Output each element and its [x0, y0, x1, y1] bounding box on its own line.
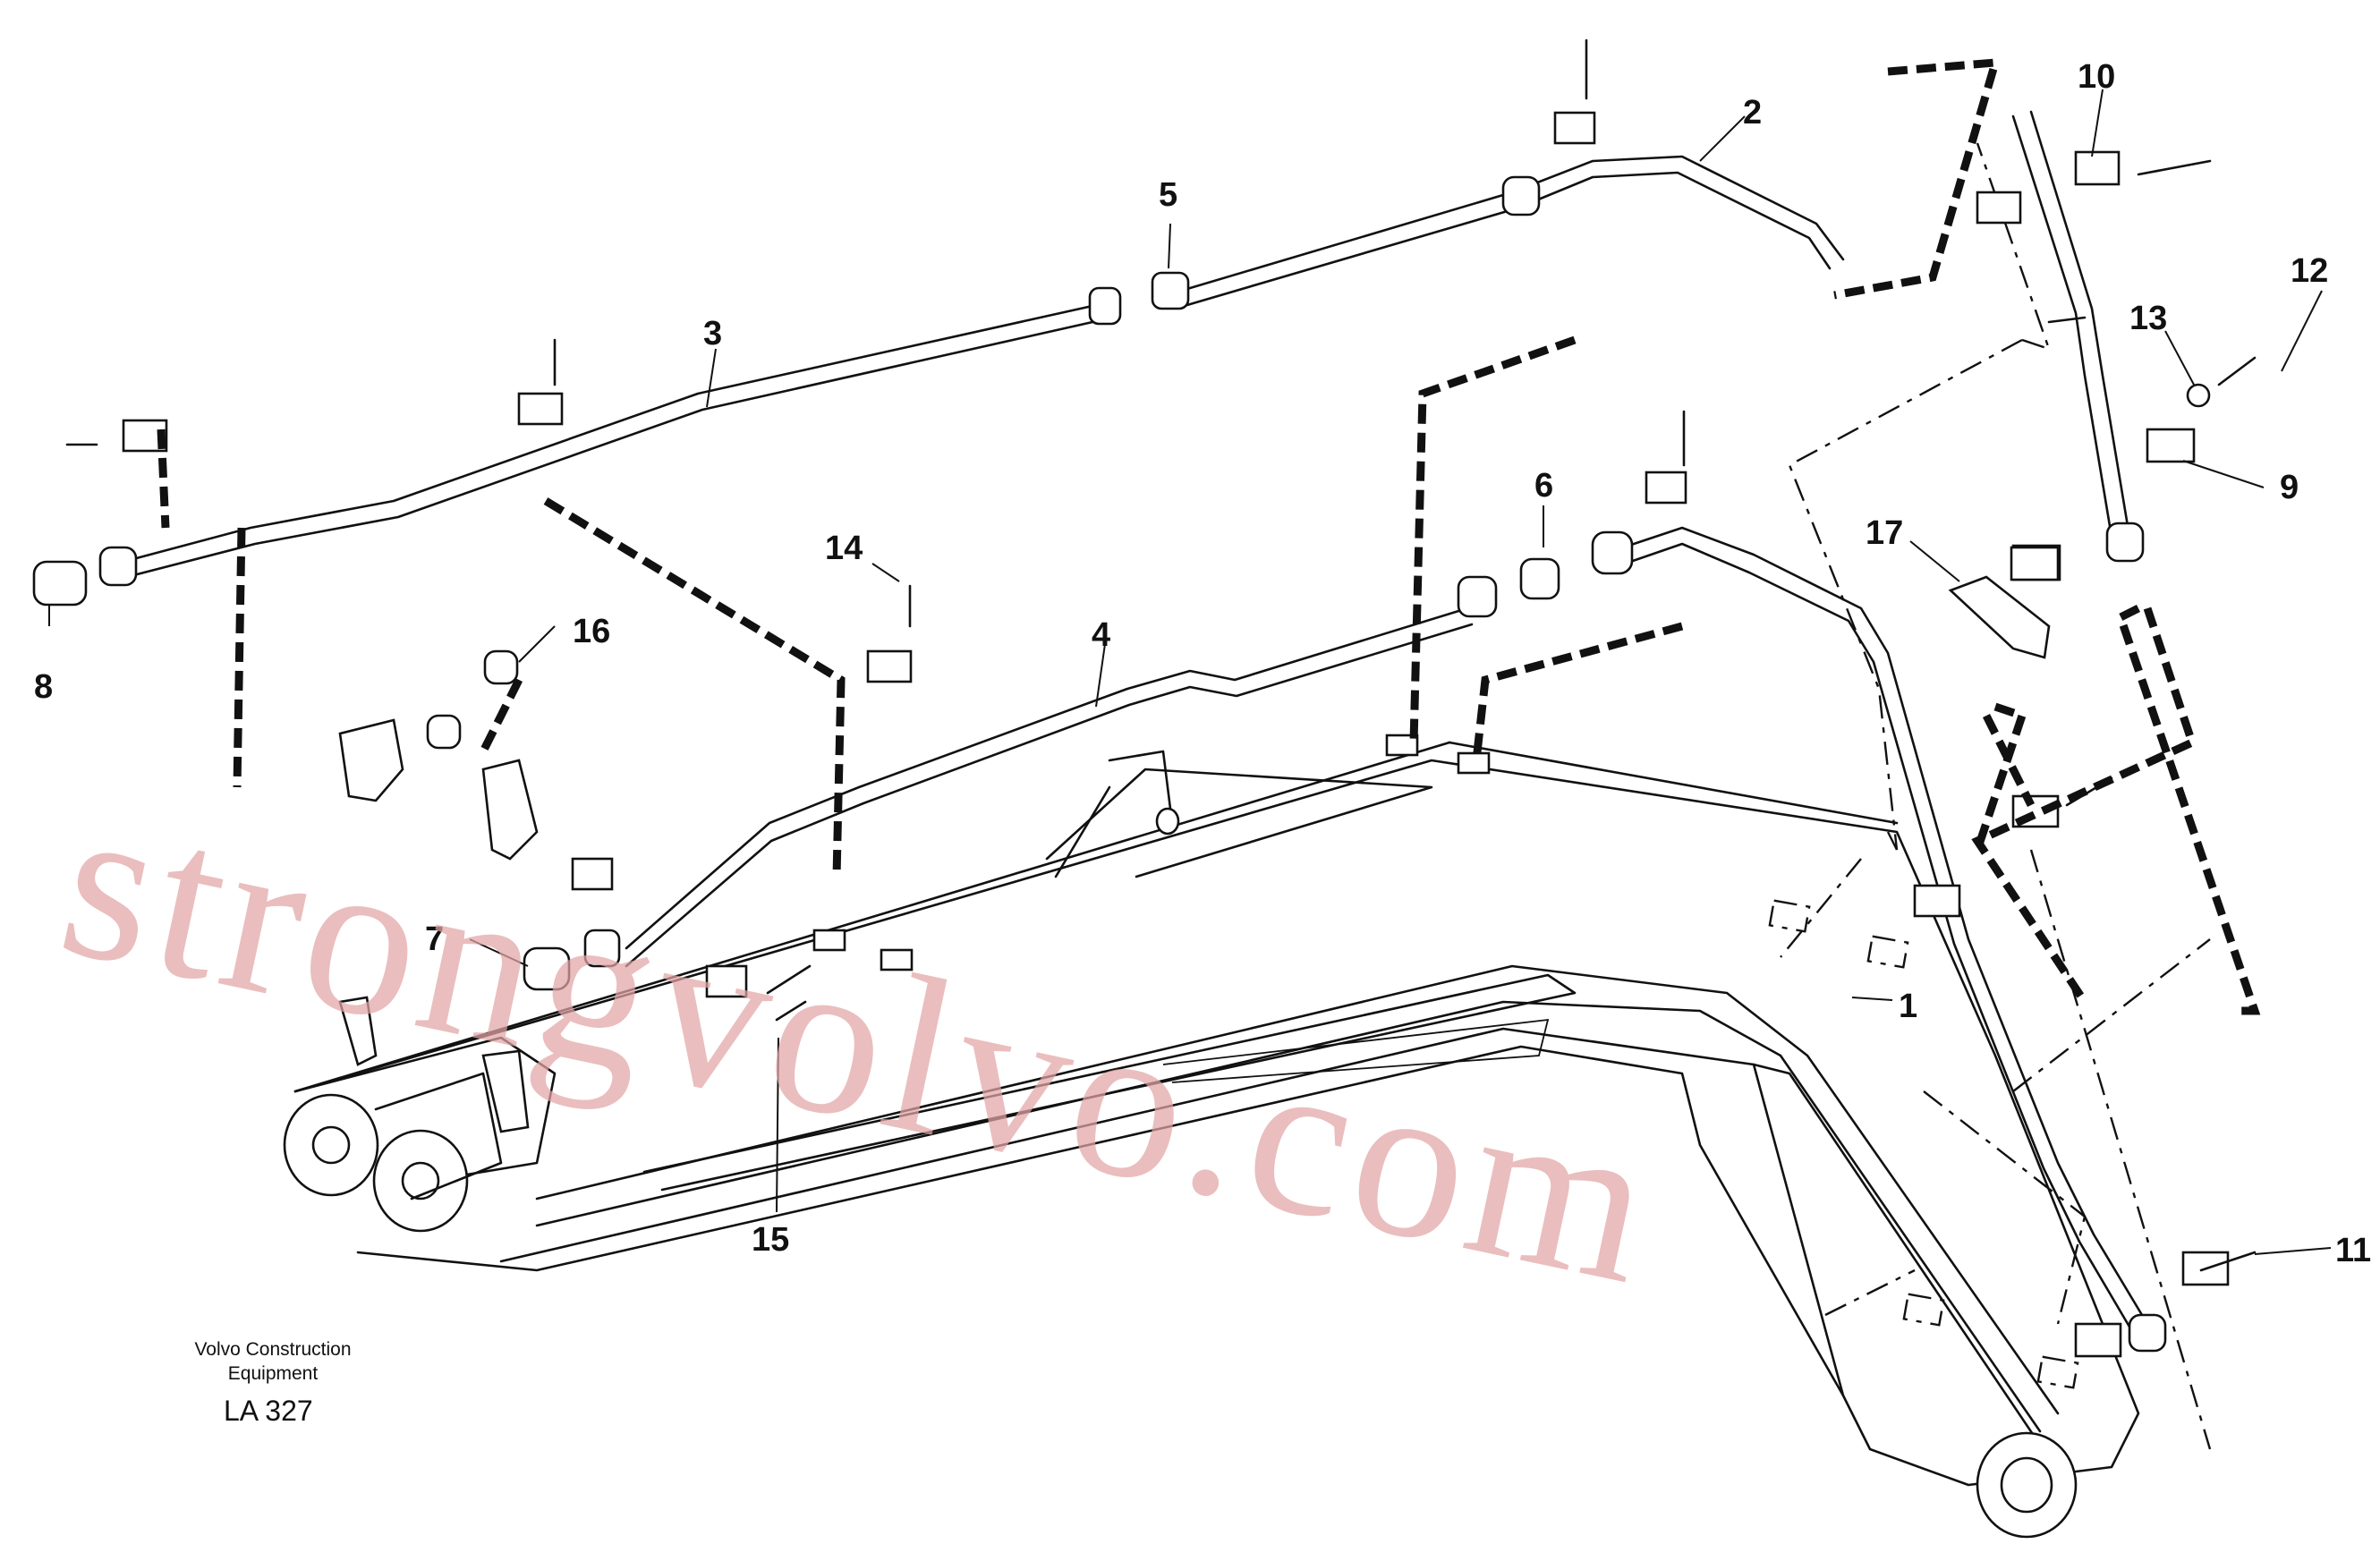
- callout-2: 2: [1743, 94, 1762, 131]
- callout-6: 6: [1534, 467, 1553, 505]
- callout-12: 12: [2291, 252, 2328, 290]
- callout-leaders: [48, 89, 2332, 1255]
- excavator-boom: [283, 741, 2140, 1539]
- callout-4: 4: [1092, 616, 1110, 654]
- assembly-reference-lines: [1788, 142, 2212, 1450]
- callout-9: 9: [2280, 469, 2299, 506]
- fittings: [32, 175, 2211, 1353]
- callout-labels: 1 2 3 4 5 6 7 8 9 10 11 12 13 14 15 16 1…: [34, 58, 2371, 1269]
- callout-7: 7: [425, 920, 444, 958]
- pipe-2: [1179, 155, 1845, 309]
- assembly-dashed-guides: [157, 57, 2261, 1015]
- document-number: LA 327: [224, 1395, 313, 1427]
- caption-company: Volvo Construction: [194, 1339, 351, 1360]
- callout-8: 8: [34, 668, 53, 706]
- callout-5: 5: [1159, 176, 1177, 214]
- pipe-3: [115, 302, 1102, 581]
- pipe-upper-right: [2011, 110, 2131, 539]
- pipe-1: [1627, 526, 2149, 1335]
- callout-3: 3: [703, 315, 722, 352]
- callout-14: 14: [825, 530, 863, 567]
- caption-block: Volvo Construction Equipment LA 327: [194, 1339, 351, 1427]
- watermark-text: strongvolvo.com: [44, 754, 1677, 1333]
- callout-10: 10: [2078, 58, 2115, 96]
- clamps: [65, 38, 2257, 1358]
- callout-13: 13: [2129, 300, 2167, 337]
- caption-company-line2: Equipment: [228, 1363, 319, 1384]
- callout-15: 15: [752, 1221, 789, 1259]
- callout-17: 17: [1866, 514, 1903, 552]
- pipe-4: [625, 607, 1474, 968]
- callout-1: 1: [1899, 988, 1917, 1025]
- callout-16: 16: [573, 613, 610, 650]
- callout-11: 11: [2335, 1232, 2371, 1269]
